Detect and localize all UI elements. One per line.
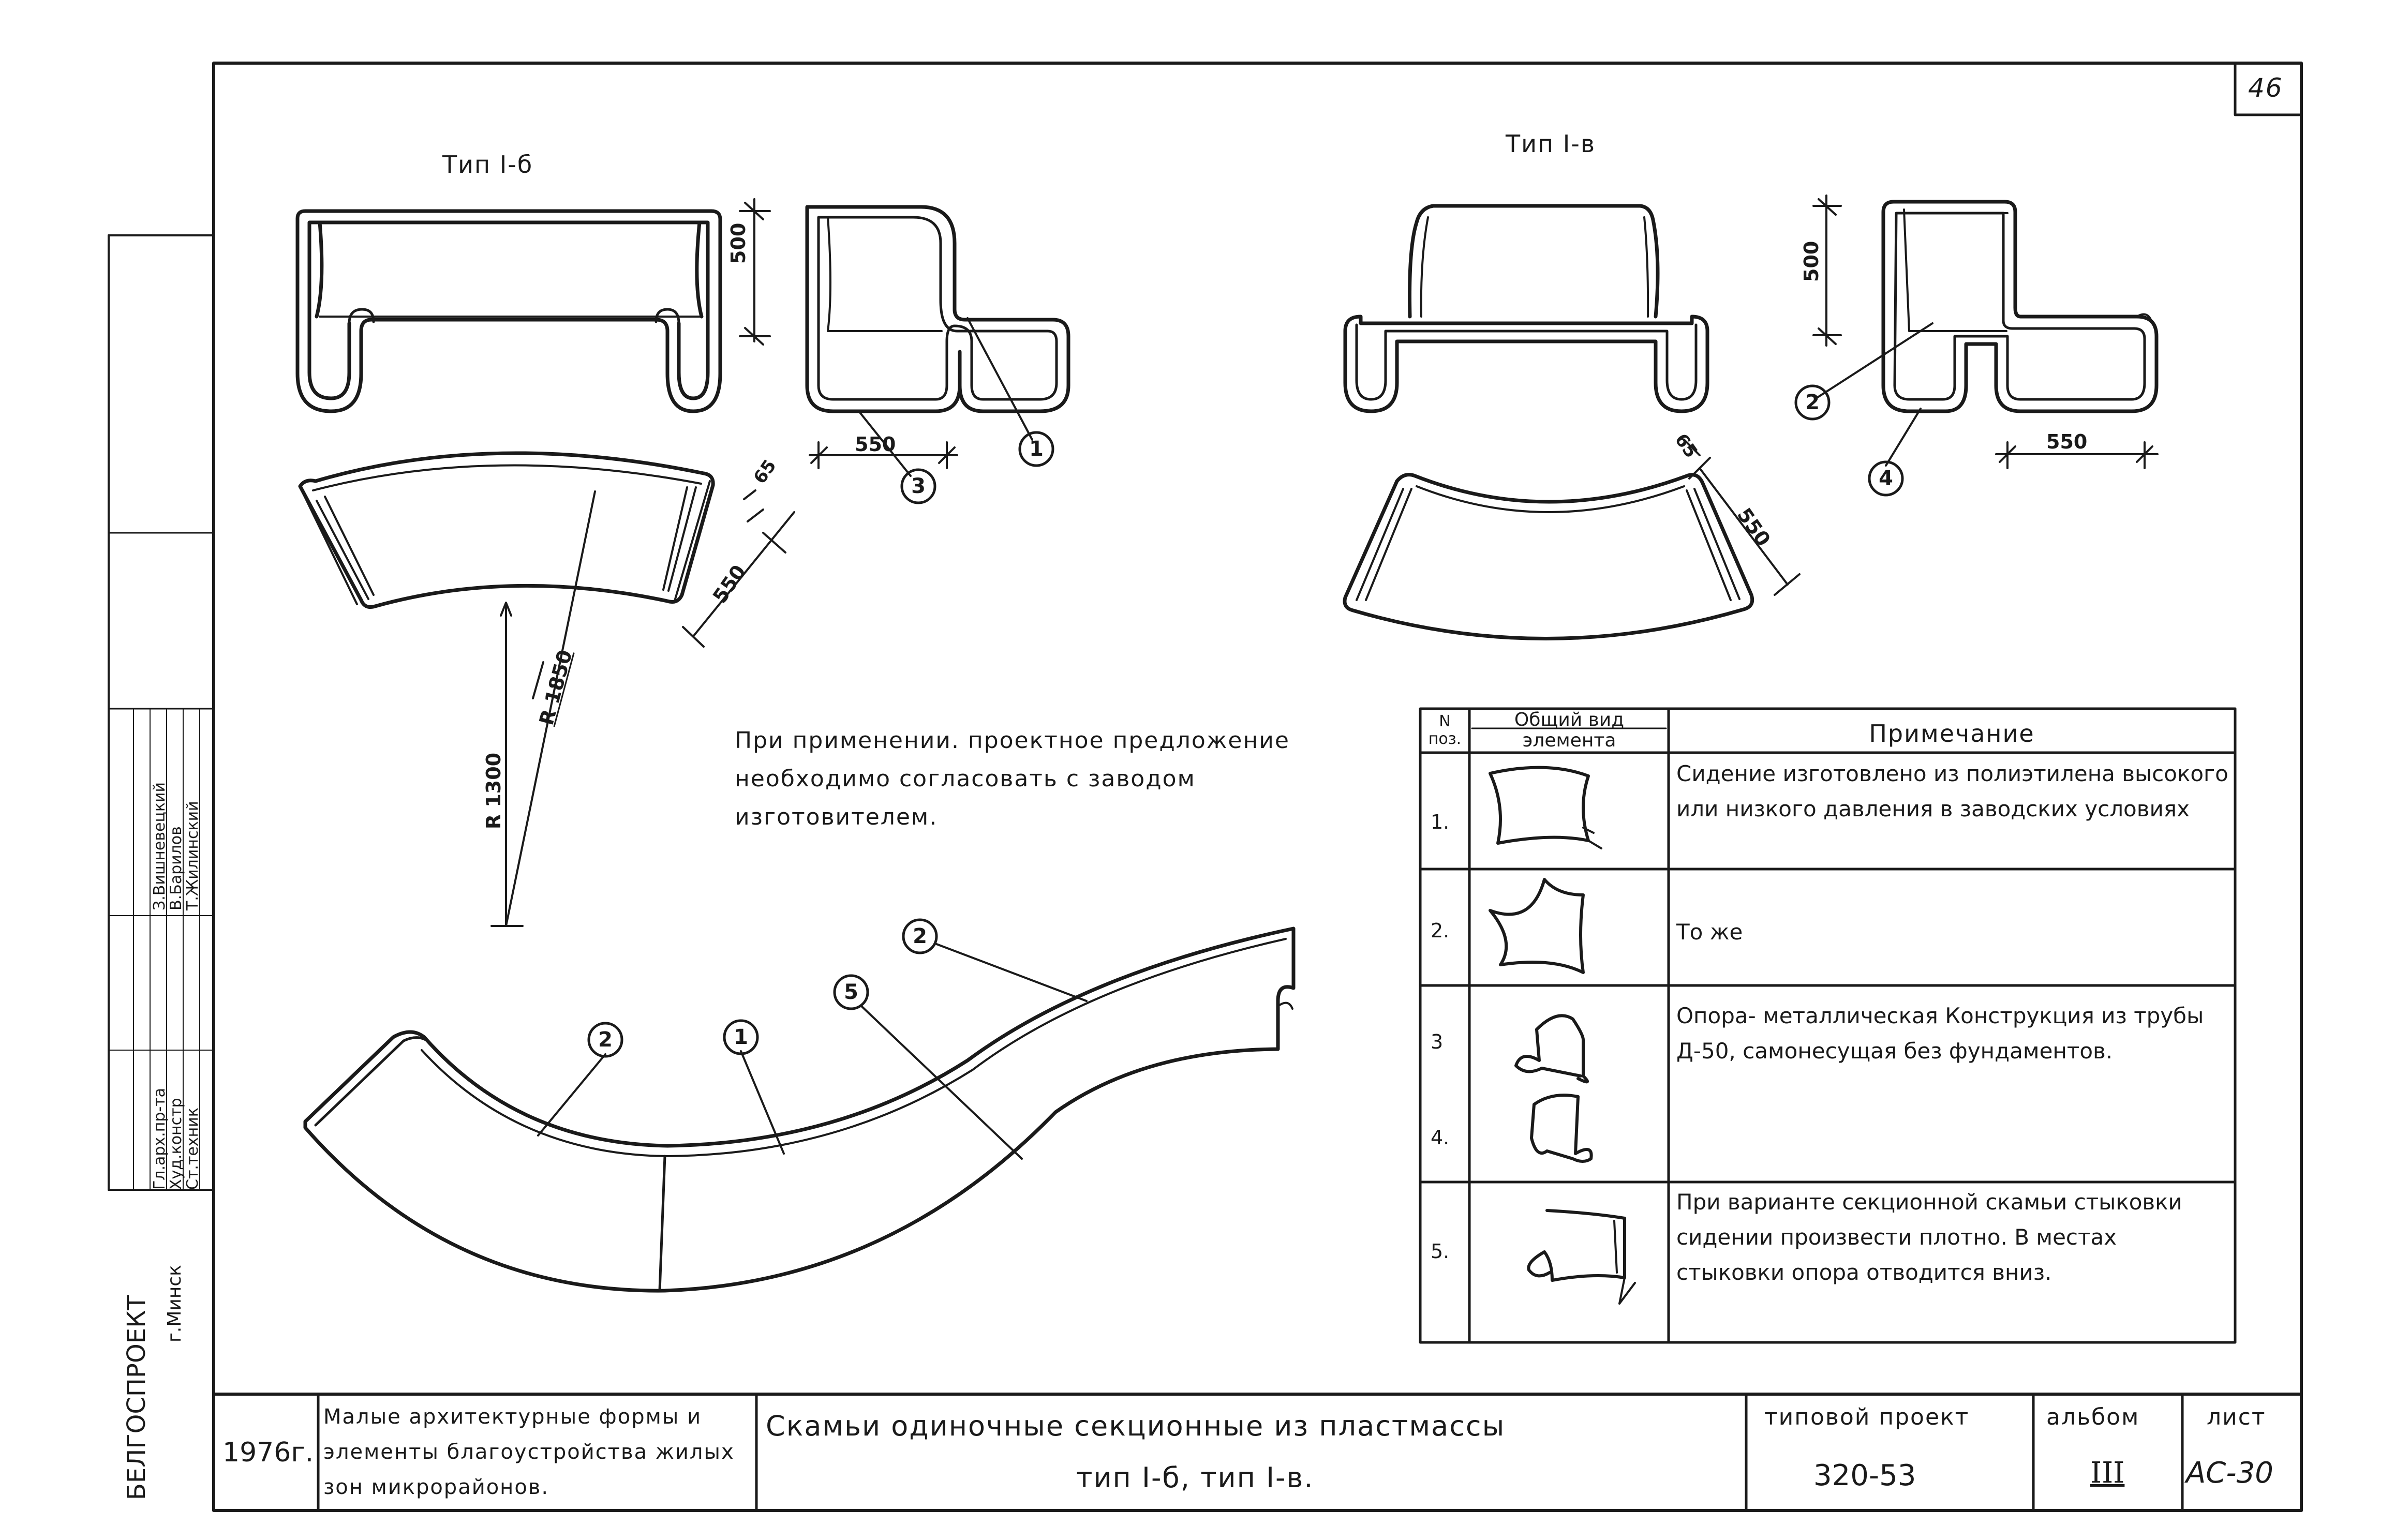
table-row-5-text: При варианте секционной скамьи стыковки … — [1676, 1189, 2182, 1285]
table-row-1-text: Сидение изготовлено из полиэтилена высок… — [1676, 761, 2228, 821]
table-row-2-text: То же — [1676, 919, 1743, 945]
type-b-front-view — [295, 209, 722, 413]
type-v-plan-view — [1343, 473, 1754, 640]
table-row-5-pos: 5. — [1431, 1240, 1450, 1263]
table-header-view: Общий вид элемента — [1514, 709, 1625, 751]
callout-2-plan-left: 2 — [598, 1028, 613, 1052]
project-number: 320-53 — [1813, 1459, 1916, 1492]
type-b-height-value: 500 — [727, 222, 750, 264]
callout-3-top: 3 — [911, 474, 926, 498]
type-b-plan-view — [298, 451, 715, 609]
element-sketches — [1489, 766, 1636, 1305]
title-main-line1: Скамьи одиночные секционные из пластмасс… — [766, 1410, 1506, 1442]
callout-leaders-top — [858, 317, 1933, 477]
title-series: Малые архитектурные формы и элементы бла… — [323, 1405, 735, 1499]
callout-2-plan-right: 2 — [913, 924, 927, 948]
stamp-role-2: Худ.констр — [167, 1098, 185, 1190]
type-b-depth-dim — [809, 441, 958, 469]
project-label: типовой проект — [1764, 1404, 1970, 1430]
sheet-number: 46 — [2248, 73, 2283, 103]
general-note: При применении. проектное предложение не… — [735, 727, 1290, 830]
stamp-name-3: Т.Жилинский — [184, 801, 202, 910]
stamp-name-2: В.Барилов — [167, 826, 185, 910]
stamp-role-3: Ст.техник — [184, 1108, 202, 1190]
album-label: альбом — [2046, 1404, 2140, 1430]
type-v-depth-dim — [1995, 441, 2159, 469]
callout-4-top: 4 — [1879, 467, 1893, 490]
table-row-3-pos: 3 — [1431, 1030, 1444, 1053]
type-v-side-view — [1881, 200, 2159, 413]
table-row-4-pos: 4. — [1431, 1126, 1450, 1149]
type-b-side-view — [805, 205, 1070, 413]
type-v-front-view — [1343, 204, 1709, 413]
album-number: III — [2090, 1456, 2125, 1490]
table-row-2-pos: 2. — [1431, 919, 1450, 942]
type-v-depth-value: 550 — [2046, 430, 2088, 453]
stamp-name-1: З.Вишневецкий — [151, 782, 169, 910]
table-row-1-pos: 1. — [1431, 811, 1450, 833]
sheet-number-box — [2234, 62, 2303, 116]
type-v-plan-dims — [1683, 439, 1801, 596]
spec-table-grid — [1419, 707, 2237, 1344]
callout-circles-top — [900, 384, 1904, 504]
table-row-3-text: Опора- металлическая Конструкция из труб… — [1676, 1003, 2204, 1064]
sheet-code: АС-30 — [2186, 1456, 2273, 1490]
type-v-height-value: 500 — [1800, 241, 1823, 282]
callout-2-top: 2 — [1805, 391, 1820, 414]
type-v-height-dim — [1812, 195, 1842, 347]
callout-5-plan: 5 — [844, 980, 858, 1004]
callout-leaders-plan — [537, 943, 1088, 1160]
radius-inner-value: R 1300 — [482, 752, 505, 830]
table-header-remark: Примечание — [1869, 720, 2035, 747]
sheet-label: лист — [2207, 1404, 2266, 1430]
type-b-radius-lines — [490, 490, 596, 927]
table-header-num: N поз. — [1428, 712, 1462, 748]
organization-city: г.Минск — [164, 1265, 185, 1342]
side-stamp: Гл.арх.пр-та Худ.констр Ст.техник З.Вишн… — [109, 709, 214, 1190]
callout-1-top: 1 — [1029, 437, 1044, 461]
type-b-plan-dims — [682, 489, 795, 648]
type-b-title: Тип I-б — [442, 151, 533, 178]
stamp-role-1: Гл.арх.пр-та — [151, 1087, 169, 1190]
type-b-depth-value: 550 — [855, 433, 896, 456]
callout-circles-plan — [587, 918, 938, 1058]
title-main-line2: тип I-б, тип I-в. — [1076, 1461, 1314, 1494]
sheet-frame — [212, 62, 2303, 1512]
sectional-bench-plan — [303, 926, 1296, 1293]
organization-name: БЕЛГОСПРОЕКТ — [122, 1295, 151, 1500]
title-year: 1976г. — [222, 1437, 314, 1468]
type-b-height-dim — [739, 198, 771, 346]
callout-1-plan: 1 — [734, 1025, 748, 1049]
type-v-title: Тип I-в — [1506, 130, 1596, 158]
